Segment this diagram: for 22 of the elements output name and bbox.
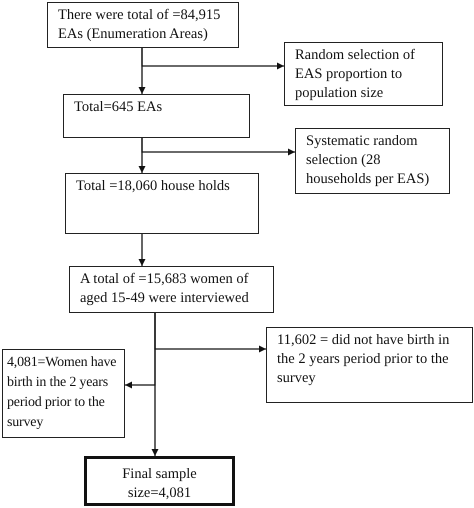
arrow (141, 48, 284, 70)
box-text: Random selection of EAS proportion to population size (295, 46, 416, 103)
box-text: 11,602 = did not have birth in the 2 years period prior to the survey (277, 331, 450, 388)
box-text: Total =18,060 house holds (76, 177, 231, 196)
box-text: Total=645 EAs (74, 98, 164, 117)
process-box (65, 173, 259, 234)
box-text: Systematic random selection (28 households per EAS) (306, 132, 430, 189)
process-box (2, 349, 125, 438)
box-text: Final sample size=4,081 (121, 465, 198, 503)
arrow (141, 138, 295, 156)
box-text: There were total of =84,915 EAs (Enumeration Areas) (58, 6, 222, 44)
arrow (152, 313, 158, 456)
arrow (138, 234, 146, 266)
process-box (69, 266, 274, 313)
process-box (266, 327, 473, 403)
process-box (284, 42, 443, 106)
box-text: 4,081=Women have birth in the 2 years period prior to the survey (7, 354, 118, 432)
process-box (84, 456, 235, 506)
process-box (47, 2, 239, 48)
box-text: A total of =15,683 women of aged 15-49 were interviewed (80, 270, 250, 308)
process-box (63, 94, 250, 138)
process-box (295, 128, 450, 194)
